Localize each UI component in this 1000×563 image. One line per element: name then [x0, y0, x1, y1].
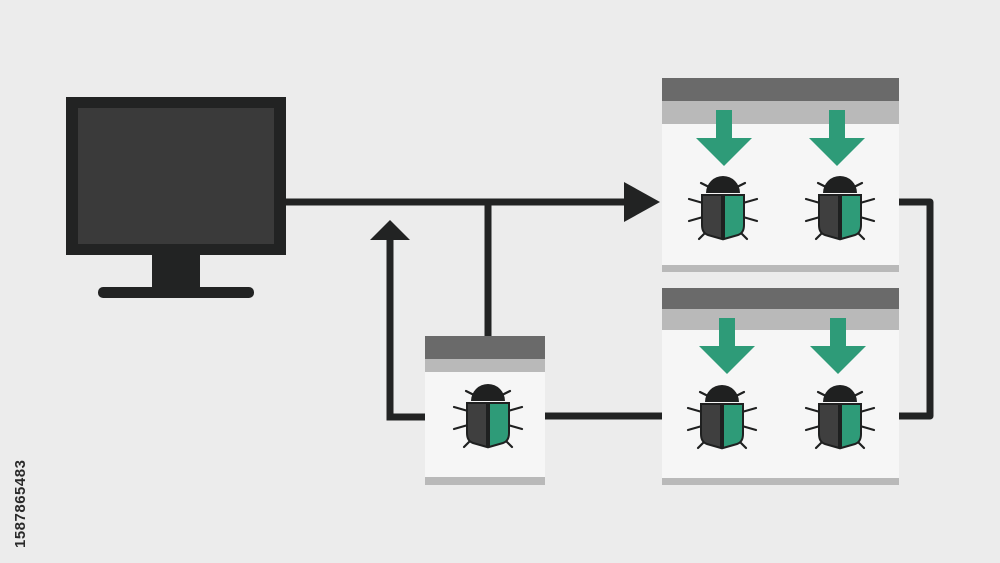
- panel-footer-bar: [425, 477, 545, 485]
- monitor-base: [98, 287, 254, 298]
- panel-bar-light: [425, 359, 545, 372]
- side-id-label: 1587865483: [12, 459, 29, 548]
- panel-bottom-right: [662, 288, 899, 485]
- monitor-screen: [78, 108, 274, 244]
- connectors: [285, 198, 934, 421]
- panel-footer-bar: [662, 265, 899, 272]
- panel-bar-light: [662, 101, 899, 124]
- panel-bar-dark: [425, 336, 545, 359]
- arrowhead-up: [370, 220, 410, 240]
- panel-top-right: [662, 78, 899, 272]
- panel-bar-light: [662, 309, 899, 330]
- arrowhead-right: [624, 182, 660, 222]
- monitor-neck: [152, 255, 200, 289]
- panel-bar-dark: [662, 78, 899, 101]
- panel-footer-bar: [662, 478, 899, 485]
- panel-bar-dark: [662, 288, 899, 309]
- panel-a-to-panel-b-bracket: [899, 198, 934, 420]
- monitor-icon: [66, 97, 286, 298]
- loop-left-line: [386, 238, 428, 421]
- panel-bottom-center: [425, 336, 545, 485]
